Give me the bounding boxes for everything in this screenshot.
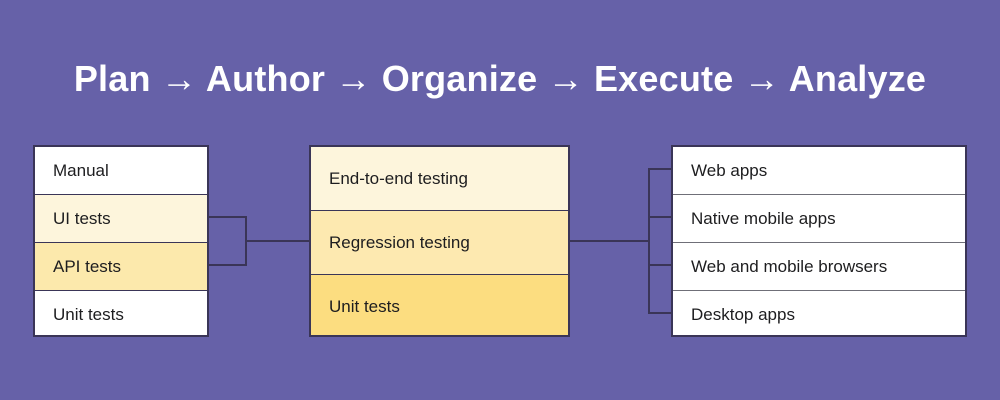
list-item[interactable]: Web apps (673, 147, 965, 195)
row-label: Web and mobile browsers (691, 256, 888, 276)
list-item[interactable]: Regression testing (311, 211, 568, 275)
application-targets-group: Web apps Native mobile apps Web and mobi… (671, 145, 967, 337)
page-title: Plan → Author → Organize → Execute → Ana… (73, 58, 927, 99)
connector-native-mobile-stub (648, 216, 673, 218)
connector-left-to-mid (245, 240, 311, 242)
list-item[interactable]: UI tests (35, 195, 207, 243)
row-label: Native mobile apps (691, 208, 836, 228)
connector-web-apps-stub (648, 168, 673, 170)
row-label: Unit tests (329, 297, 400, 316)
connector-right-spine (648, 168, 650, 314)
list-item[interactable]: Desktop apps (673, 291, 965, 335)
connector-ui-tests-stub (209, 216, 247, 218)
row-label: API tests (53, 256, 122, 276)
list-item[interactable]: API tests (35, 243, 207, 291)
list-item[interactable]: Manual (35, 147, 207, 195)
list-item[interactable]: Unit tests (311, 275, 568, 335)
row-label: Web apps (691, 160, 768, 180)
list-item[interactable]: Native mobile apps (673, 195, 965, 243)
list-item[interactable]: End-to-end testing (311, 147, 568, 211)
row-label: Desktop apps (691, 305, 795, 324)
row-label: Unit tests (53, 305, 124, 324)
test-types-group: Manual UI tests API tests Unit tests (33, 145, 209, 337)
list-item[interactable]: Web and mobile browsers (673, 243, 965, 291)
row-label: End-to-end testing (329, 168, 468, 188)
connector-api-tests-stub (209, 264, 247, 266)
row-label: Manual (53, 160, 109, 180)
connector-mid-to-right (570, 240, 650, 242)
row-label: Regression testing (329, 232, 470, 252)
connector-desktop-apps-stub (648, 312, 673, 314)
test-levels-group: End-to-end testing Regression testing Un… (309, 145, 570, 337)
list-item[interactable]: Unit tests (35, 291, 207, 335)
row-label: UI tests (53, 208, 111, 228)
connector-browsers-stub (648, 264, 673, 266)
